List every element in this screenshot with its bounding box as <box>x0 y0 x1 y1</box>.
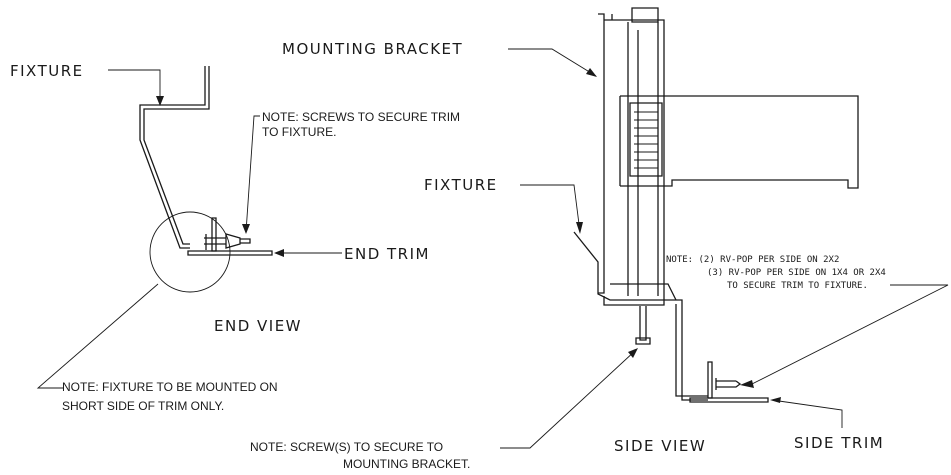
mounting-bracket-top <box>604 19 665 300</box>
side-trim-label: SIDE TRIM <box>794 434 884 452</box>
fixture-leader-right <box>520 184 581 233</box>
arrowhead <box>156 96 164 106</box>
screws-bracket-leader <box>500 349 637 449</box>
arrowhead <box>274 249 284 257</box>
fixture-profile-outer <box>139 66 206 249</box>
fixture-profile-inner <box>143 66 210 245</box>
mounting-bracket-label: MOUNTING BRACKET <box>282 40 463 58</box>
bracket-screw <box>639 306 647 341</box>
side-trim-leg <box>707 361 713 399</box>
note-screws-bracket-line1: NOTE: SCREW(S) TO SECURE TO <box>250 440 443 454</box>
note-short-side-line2: SHORT SIDE OF TRIM ONLY. <box>62 399 224 413</box>
side-trim-flange <box>689 397 769 403</box>
arm-block <box>620 95 859 189</box>
arrowhead <box>628 348 638 358</box>
note-screws-trim-line2: TO FIXTURE. <box>262 125 336 139</box>
side-trim-leader <box>771 399 843 428</box>
bracket-foot-inner <box>675 304 708 397</box>
arrowhead <box>242 224 250 234</box>
fixture-profile-right <box>573 231 665 306</box>
arrowhead <box>740 380 754 388</box>
clamp <box>629 102 663 177</box>
bracket-foot-outer <box>664 299 708 401</box>
bracket-screw-head <box>635 337 651 345</box>
note-rvpop-line2: (3) RV-POP PER SIDE ON 1X4 OR 2X4 <box>707 268 886 278</box>
end-trim-flange <box>187 250 273 256</box>
note-screws-bracket-line2: MOUNTING BRACKET. <box>343 457 470 471</box>
note-rvpop-line1: NOTE: (2) RV-POP PER SIDE ON 2X2 <box>666 255 839 265</box>
arrowhead <box>576 222 583 234</box>
side-view-title: SIDE VIEW <box>614 437 706 455</box>
base-plate <box>610 283 677 301</box>
end-view-assembly <box>139 66 273 293</box>
note-short-side-line1: NOTE: FIXTURE TO BE MOUNTED ON <box>62 380 278 394</box>
screw-tip <box>240 238 251 244</box>
arrowhead <box>586 68 597 77</box>
end-trim-leg <box>211 217 217 252</box>
arrowhead <box>770 397 781 403</box>
side-view-assembly <box>573 7 859 403</box>
end-view-title: END VIEW <box>214 317 302 335</box>
mounting-bracket-left <box>598 13 605 294</box>
fixture-leader-left <box>108 69 161 104</box>
fixture-label-right: FIXTURE <box>424 176 498 194</box>
screw-head <box>225 233 241 249</box>
clamp-ribs <box>634 111 658 169</box>
screws-trim-leader <box>245 115 260 233</box>
trim-screw <box>204 234 226 250</box>
fixture-label-left: FIXTURE <box>10 62 84 80</box>
rvpop-leader <box>751 284 949 385</box>
note-screws-trim-line1: NOTE: SCREWS TO SECURE TRIM <box>262 110 460 124</box>
end-trim-label: END TRIM <box>344 245 430 263</box>
detail-circle <box>149 211 231 293</box>
post <box>627 22 659 296</box>
rivet <box>715 378 742 390</box>
note-rvpop-line3: TO SECURE TRIM TO FIXTURE. <box>727 281 868 291</box>
short-side-leader <box>36 283 159 389</box>
mounting-bracket-leader <box>508 48 597 77</box>
